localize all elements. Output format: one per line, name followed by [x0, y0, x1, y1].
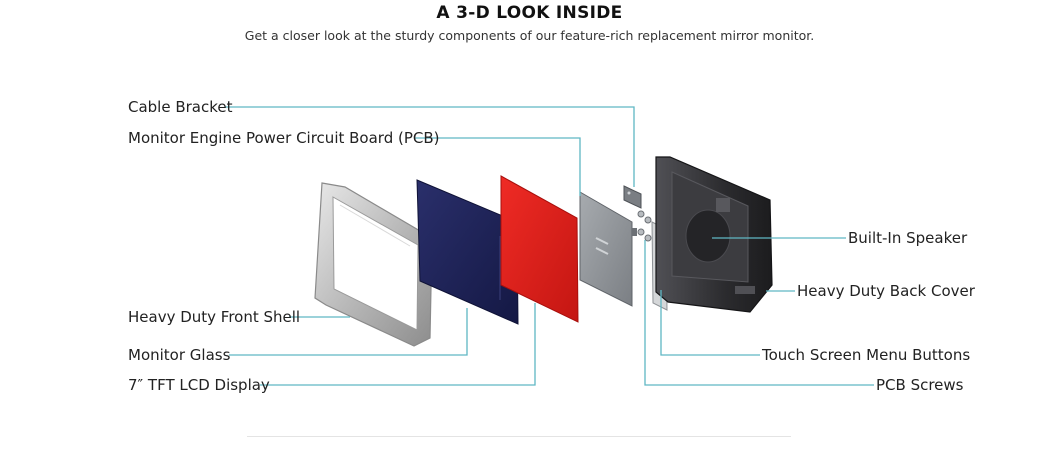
label-pcb: Monitor Engine Power Circuit Board (PCB)	[128, 129, 440, 147]
label-menu-buttons: Touch Screen Menu Buttons	[762, 346, 971, 364]
monitor-glass-part	[416, 179, 519, 325]
leader-lcd-display	[260, 303, 536, 386]
page-title: A 3-D LOOK INSIDE	[436, 3, 623, 23]
leader-monitor-glass	[229, 308, 468, 356]
leader-lines	[225, 106, 874, 386]
leader-pcb	[415, 137, 581, 196]
front-shell-part	[314, 182, 433, 347]
label-back-cover: Heavy Duty Back Cover	[797, 282, 975, 300]
label-cable-bracket: Cable Bracket	[128, 98, 233, 116]
label-speaker: Built-In Speaker	[848, 229, 968, 247]
pcb-screws-part	[637, 210, 652, 242]
leader-cable-bracket	[225, 106, 635, 187]
leader-menu-buttons	[660, 290, 760, 356]
footer-divider	[247, 436, 791, 437]
label-monitor-glass: Monitor Glass	[128, 346, 231, 364]
back-cover-part	[655, 156, 773, 313]
cable-bracket-part	[623, 185, 642, 209]
page-subtitle: Get a closer look at the sturdy componen…	[244, 28, 815, 43]
label-front-shell: Heavy Duty Front Shell	[128, 308, 301, 326]
leader-pcb-screws	[644, 240, 874, 386]
label-lcd-display: 7″ TFT LCD Display	[128, 376, 270, 394]
lcd-display-part	[500, 175, 579, 323]
pcb-part	[579, 191, 637, 307]
label-pcb-screws: PCB Screws	[876, 376, 964, 394]
